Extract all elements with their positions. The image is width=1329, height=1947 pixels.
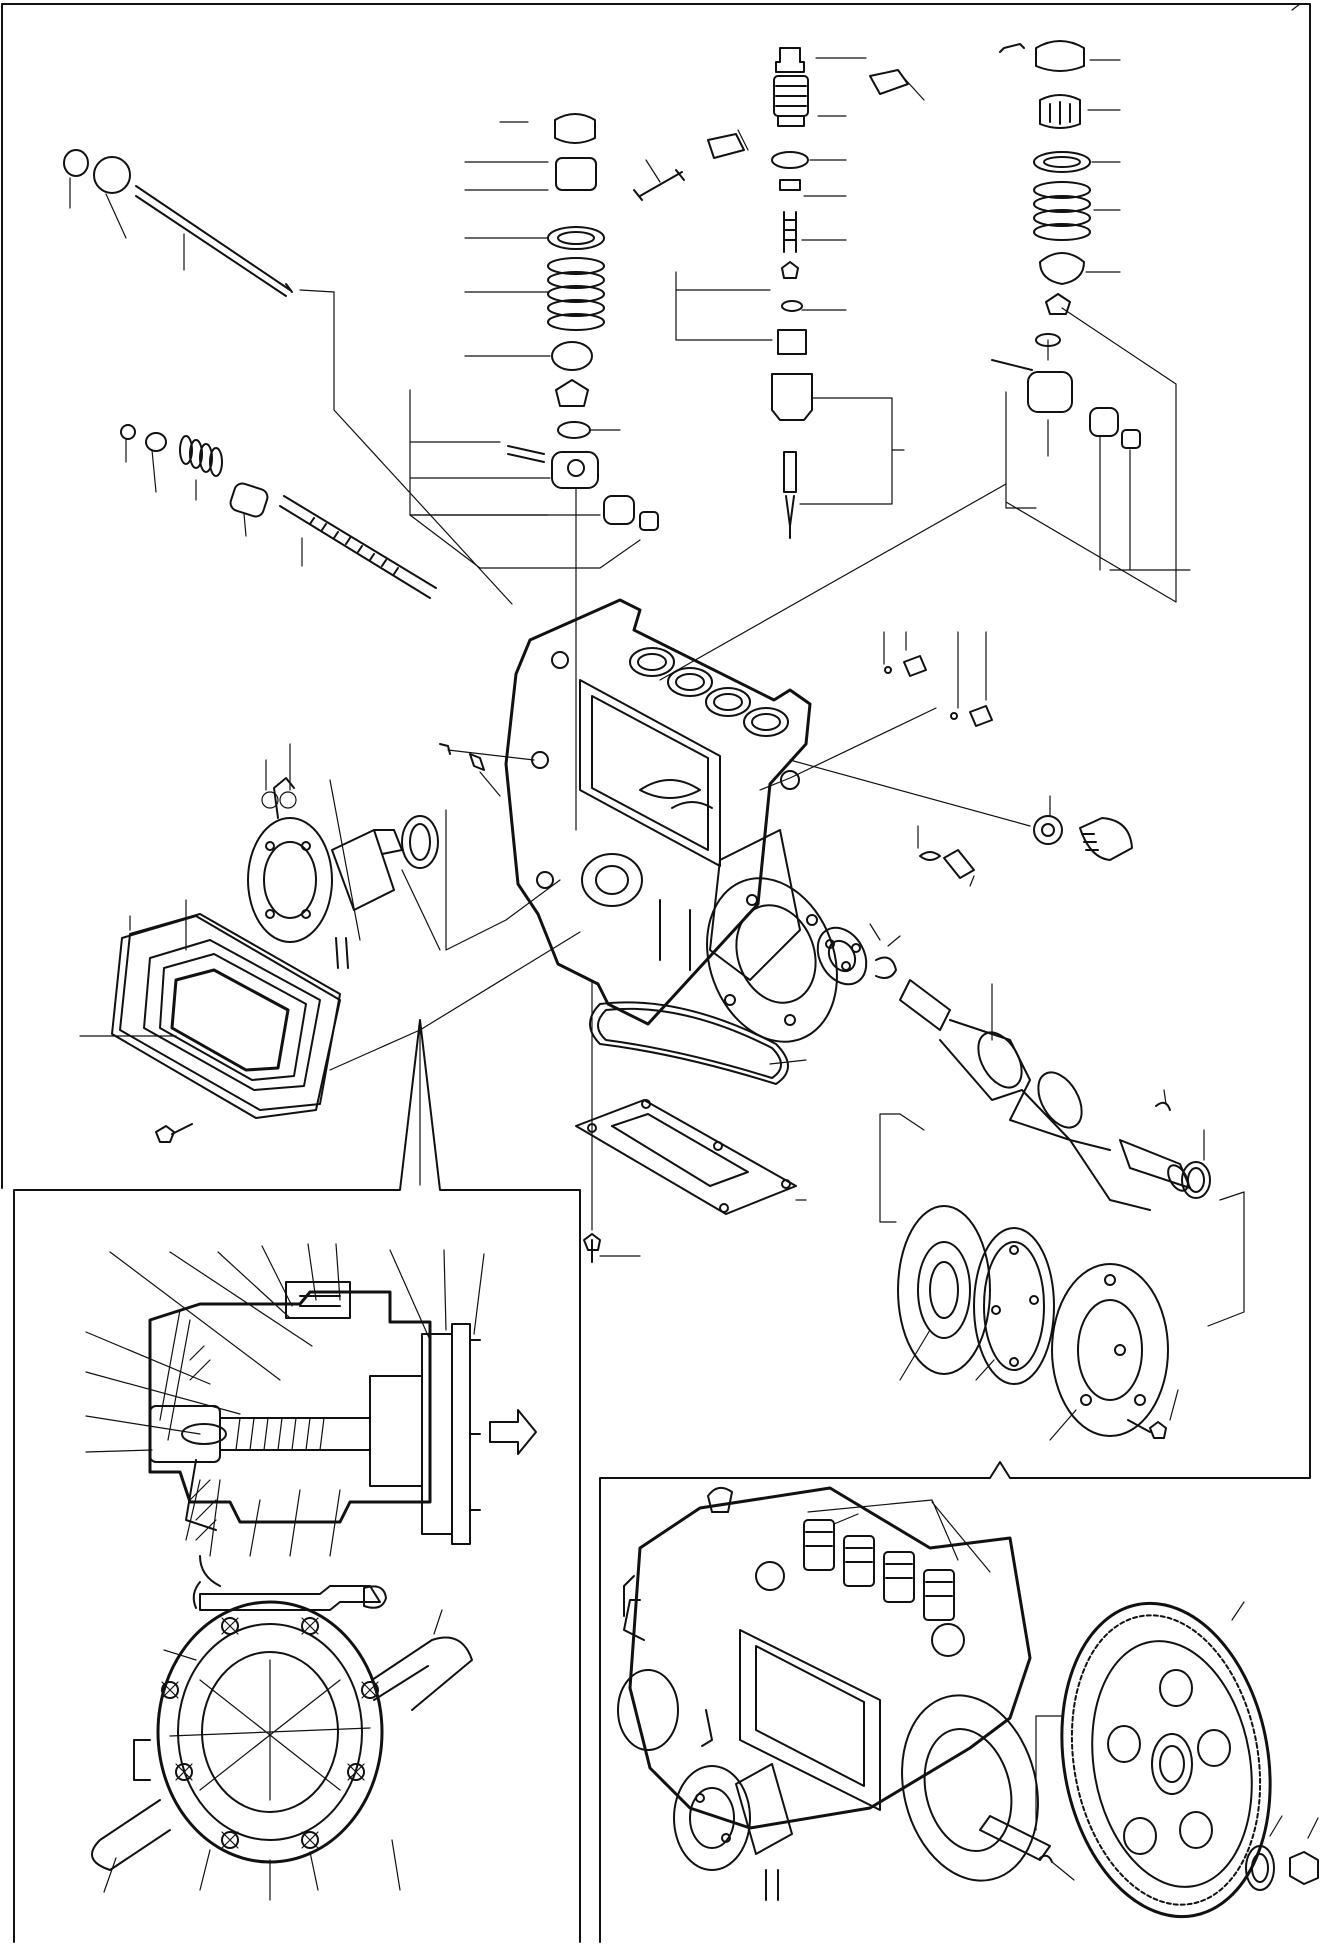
plugs-and-screws-right <box>759 631 1133 887</box>
drive-gear <box>1060 1601 1319 1919</box>
leader-lines-right-stack <box>659 59 1191 681</box>
leader-lines-center-stack <box>645 57 925 505</box>
corner-mark <box>1291 3 1301 11</box>
inspection-cover <box>79 899 581 1186</box>
bottom-gaskets <box>575 979 807 1263</box>
delivery-valve-holder-center <box>633 47 909 539</box>
assembled-pump-view <box>617 1486 1075 1901</box>
camshaft <box>816 923 1211 1211</box>
outer-frame <box>1 3 1311 1943</box>
bearing-and-end-plate <box>879 1113 1245 1441</box>
inset-leader-lines <box>85 1243 485 1453</box>
end-view-feed-pump <box>91 1585 473 1901</box>
leader-lines-left-stack <box>409 121 641 831</box>
control-rod-assembly <box>63 149 513 605</box>
sectional-view-feed-pump <box>85 1243 537 1609</box>
delivery-valve-stack-left <box>507 113 659 531</box>
governor-spring-rod <box>120 424 437 599</box>
pump-housing <box>504 598 838 1043</box>
feed-pump <box>247 743 561 969</box>
delivery-valve-stack-right <box>991 40 1141 449</box>
inset-detail-box <box>13 1019 581 1943</box>
